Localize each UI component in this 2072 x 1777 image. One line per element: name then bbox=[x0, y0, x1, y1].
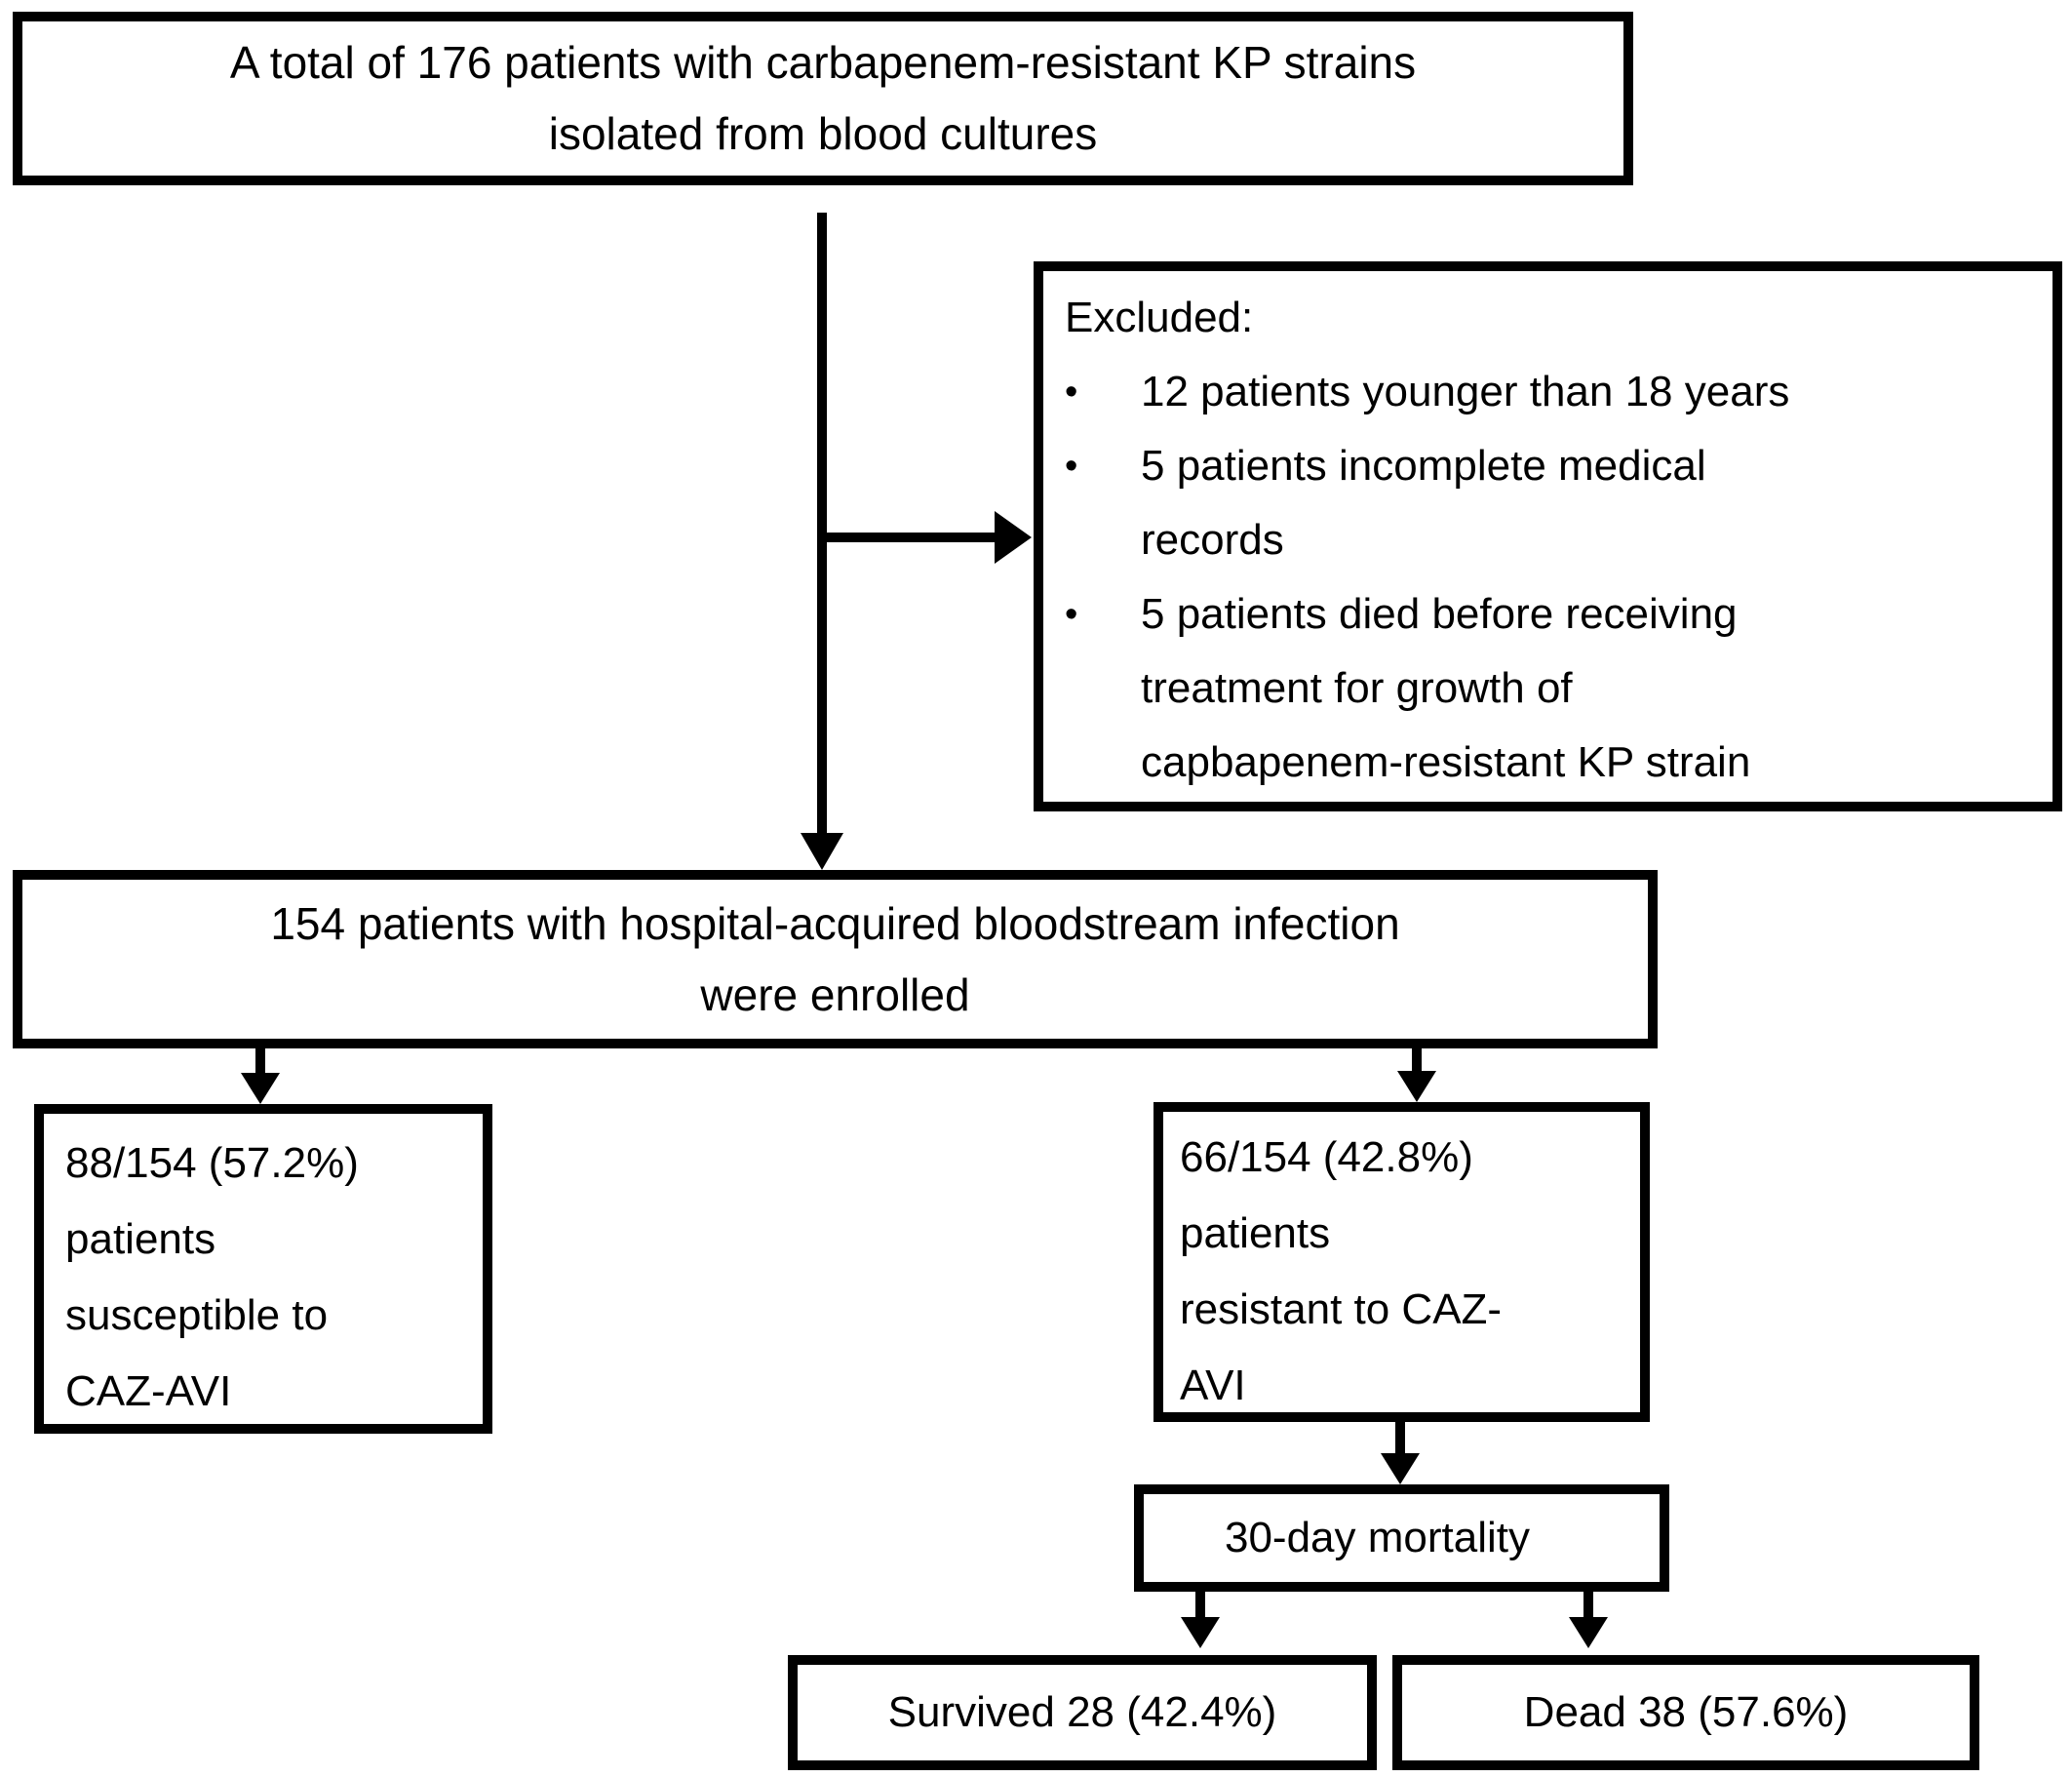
box-text-line: A total of 176 patients with carbapenem-… bbox=[229, 37, 1417, 88]
excluded-box: Excluded: • 12 patients younger than 18 … bbox=[1034, 261, 2062, 811]
arrow-total-to-enrolled-shaft bbox=[817, 213, 827, 833]
dead-box: Dead 38 (57.6%) bbox=[1392, 1655, 1979, 1770]
box-text-line: AVI bbox=[1180, 1362, 1246, 1409]
box-text-line: 30-day mortality bbox=[1224, 1514, 1530, 1561]
box-text-line: were enrolled bbox=[700, 968, 970, 1020]
mortality-box: 30-day mortality bbox=[1134, 1484, 1669, 1592]
excluded-item-line: 5 patients died before receiving bbox=[1141, 590, 1738, 638]
box-text-line: 154 patients with hospital-acquired bloo… bbox=[270, 897, 1400, 949]
box-text-line: patients bbox=[1180, 1209, 1331, 1257]
box-text-line: resistant to CAZ- bbox=[1180, 1285, 1503, 1333]
excluded-item: • 5 patients died before receiving treat… bbox=[1065, 577, 2039, 800]
box-text-line: CAZ-AVI bbox=[65, 1367, 232, 1415]
box-text-line: 66/154 (42.8%) bbox=[1180, 1133, 1473, 1181]
box-text-line: patients bbox=[65, 1215, 216, 1263]
bullet-icon: • bbox=[1065, 446, 1078, 487]
arrow-total-to-enrolled-head-icon bbox=[801, 833, 843, 870]
excluded-item-line: 5 patients incomplete medical bbox=[1141, 442, 1706, 490]
arrow-enrolled-to-resistant-shaft bbox=[1412, 1048, 1422, 1071]
arrow-mortality-to-dead-head-icon bbox=[1569, 1617, 1608, 1648]
arrow-mortality-to-dead-shaft bbox=[1583, 1592, 1593, 1617]
excluded-item: • 12 patients younger than 18 years bbox=[1065, 355, 2039, 429]
arrow-mortality-to-survived-shaft bbox=[1195, 1592, 1205, 1617]
excluded-heading: Excluded: bbox=[1065, 294, 1254, 341]
bullet-icon: • bbox=[1065, 372, 1078, 413]
box-text-line: isolated from blood cultures bbox=[548, 108, 1098, 159]
excluded-item-line: records bbox=[1141, 516, 1284, 564]
excluded-item-line: capbapenem-resistant KP strain bbox=[1141, 738, 1751, 786]
total-patients-box: A total of 176 patients with carbapenem-… bbox=[13, 12, 1633, 185]
excluded-item-line: treatment for growth of bbox=[1141, 664, 1573, 712]
susceptible-box: 88/154 (57.2%) patients susceptible to C… bbox=[34, 1104, 492, 1434]
box-text-line: Survived 28 (42.4%) bbox=[887, 1688, 1277, 1736]
bullet-icon: • bbox=[1065, 594, 1078, 635]
arrow-resistant-to-mortality-shaft bbox=[1395, 1422, 1405, 1453]
enrolled-box: 154 patients with hospital-acquired bloo… bbox=[13, 870, 1658, 1048]
arrow-branch-to-excluded-shaft bbox=[827, 533, 995, 542]
excluded-item-line: 12 patients younger than 18 years bbox=[1141, 368, 1790, 415]
arrow-enrolled-to-resistant-head-icon bbox=[1397, 1071, 1436, 1102]
arrow-enrolled-to-susceptible-head-icon bbox=[241, 1073, 280, 1104]
arrow-enrolled-to-susceptible-shaft bbox=[255, 1048, 265, 1073]
excluded-item: • 5 patients incomplete medical records bbox=[1065, 429, 2039, 577]
arrow-mortality-to-survived-head-icon bbox=[1181, 1617, 1220, 1648]
arrow-branch-to-excluded-head-icon bbox=[995, 511, 1032, 564]
arrow-resistant-to-mortality-head-icon bbox=[1381, 1453, 1420, 1484]
box-text-line: 88/154 (57.2%) bbox=[65, 1139, 359, 1187]
box-text-line: Dead 38 (57.6%) bbox=[1523, 1688, 1849, 1736]
survived-box: Survived 28 (42.4%) bbox=[788, 1655, 1377, 1770]
resistant-box: 66/154 (42.8%) patients resistant to CAZ… bbox=[1153, 1102, 1650, 1422]
box-text-line: susceptible to bbox=[65, 1291, 329, 1339]
